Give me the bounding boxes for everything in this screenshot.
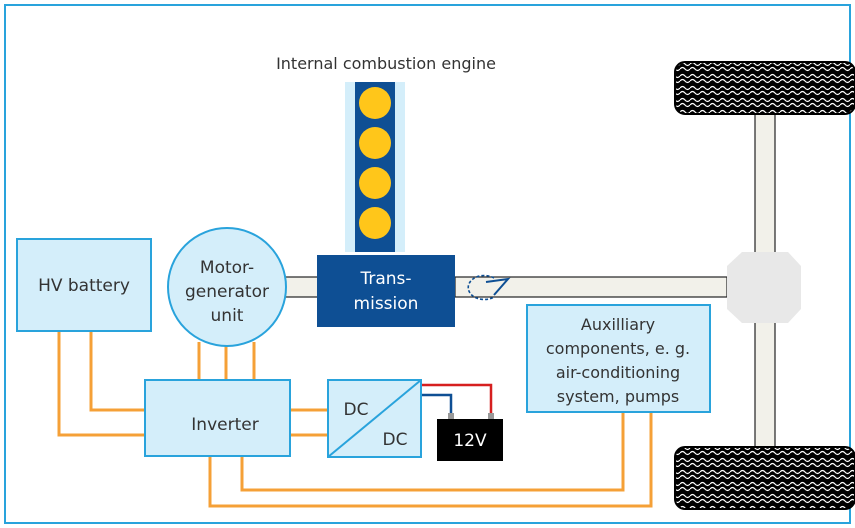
dc-dc-converter: DC DC (327, 379, 422, 458)
motor-generator-line-1: Motor- (200, 258, 254, 278)
wheel-top (674, 61, 855, 115)
motor-generator-line-3: unit (211, 306, 244, 326)
transmission: Trans- mission (317, 255, 455, 327)
engine-cylinder (359, 207, 391, 239)
auxiliary-line-3: air-conditioning (556, 363, 680, 382)
hv-battery-label: HV battery (38, 276, 130, 296)
hv-wiring (57, 331, 653, 508)
auxiliary-line-4: system, pumps (557, 387, 679, 406)
battery-12v: 12V (437, 413, 503, 461)
motor-generator-unit: Motor- generator unit (167, 227, 287, 347)
wheel-bottom (674, 446, 855, 510)
motor-generator-line-2: generator (185, 282, 269, 302)
inverter-label: Inverter (191, 415, 258, 435)
engine-cylinder (359, 167, 391, 199)
auxiliary-line-1: Auxilliary (581, 315, 655, 334)
combustion-engine (345, 82, 405, 252)
auxiliary-components: Auxilliary components, e. g. air-conditi… (526, 304, 711, 413)
engine-cylinder (359, 127, 391, 159)
dcdc-bottom-label: DC (383, 430, 408, 450)
engine-label: Internal combustion engine (276, 54, 496, 73)
inverter: Inverter (144, 379, 291, 457)
engine-cylinder (359, 87, 391, 119)
auxiliary-line-2: components, e. g. (546, 339, 690, 358)
hv-battery: HV battery (16, 238, 152, 332)
rotation-arrow-icon (467, 274, 511, 301)
wire-red (421, 383, 493, 413)
dcdc-top-label: DC (344, 400, 369, 420)
transmission-line-1: Trans- (359, 269, 411, 289)
battery-12v-label: 12V (453, 431, 487, 451)
drive-shafts (282, 112, 776, 451)
wire-blue (421, 393, 453, 413)
differential (727, 252, 801, 323)
transmission-line-2: mission (354, 294, 419, 314)
